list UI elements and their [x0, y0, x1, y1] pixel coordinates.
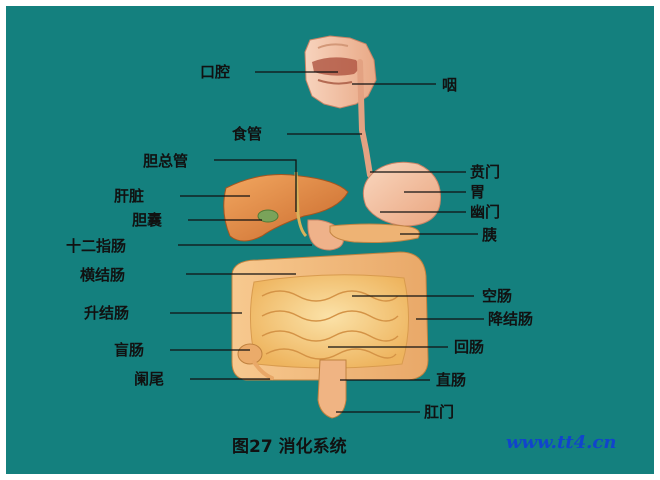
label-common-bile-duct: 胆总管	[143, 152, 188, 170]
label-esophagus: 食管	[232, 125, 262, 143]
label-descending-colon: 降结肠	[488, 310, 533, 328]
rectum-organ	[317, 359, 347, 419]
label-pharynx: 咽	[442, 76, 457, 94]
label-jejunum: 空肠	[482, 287, 512, 305]
stomach-organ	[362, 161, 442, 227]
intestine-folds	[261, 290, 399, 360]
bile-duct-tube	[294, 171, 308, 238]
label-ileum: 回肠	[454, 338, 484, 356]
cecum-organ	[237, 343, 263, 365]
figure-caption: 图27 消化系统	[232, 436, 347, 457]
label-pancreas: 胰	[482, 226, 497, 244]
liver-organ	[223, 174, 349, 242]
pancreas-organ	[329, 223, 420, 243]
leader-common-bile-duct	[214, 159, 297, 212]
gallbladder-organ	[257, 209, 279, 223]
watermark-url: www.tt4.cn	[506, 432, 616, 453]
organ-labels: 口腔 咽 食管 胆总管 贲门 胃 肝脏 幽门 胆囊 胰 十二指肠 横结肠 空肠 …	[66, 63, 533, 421]
leader-lines	[170, 71, 484, 413]
label-cecum: 盲肠	[114, 341, 144, 359]
label-mouth: 口腔	[200, 63, 230, 81]
label-stomach: 胃	[470, 183, 485, 201]
label-rectum: 直肠	[436, 371, 466, 389]
label-ascending-colon: 升结肠	[84, 304, 129, 322]
label-anus: 肛门	[424, 403, 454, 421]
label-appendix: 阑尾	[134, 370, 164, 388]
label-duodenum: 十二指肠	[66, 237, 126, 255]
esophagus-tube	[357, 59, 373, 178]
label-pylorus: 幽门	[470, 203, 500, 221]
label-gallbladder: 胆囊	[132, 211, 163, 229]
label-liver: 肝脏	[114, 187, 144, 205]
label-cardia: 贲门	[470, 163, 500, 181]
appendix-organ	[252, 360, 274, 380]
label-transverse-colon: 横结肠	[80, 266, 125, 284]
